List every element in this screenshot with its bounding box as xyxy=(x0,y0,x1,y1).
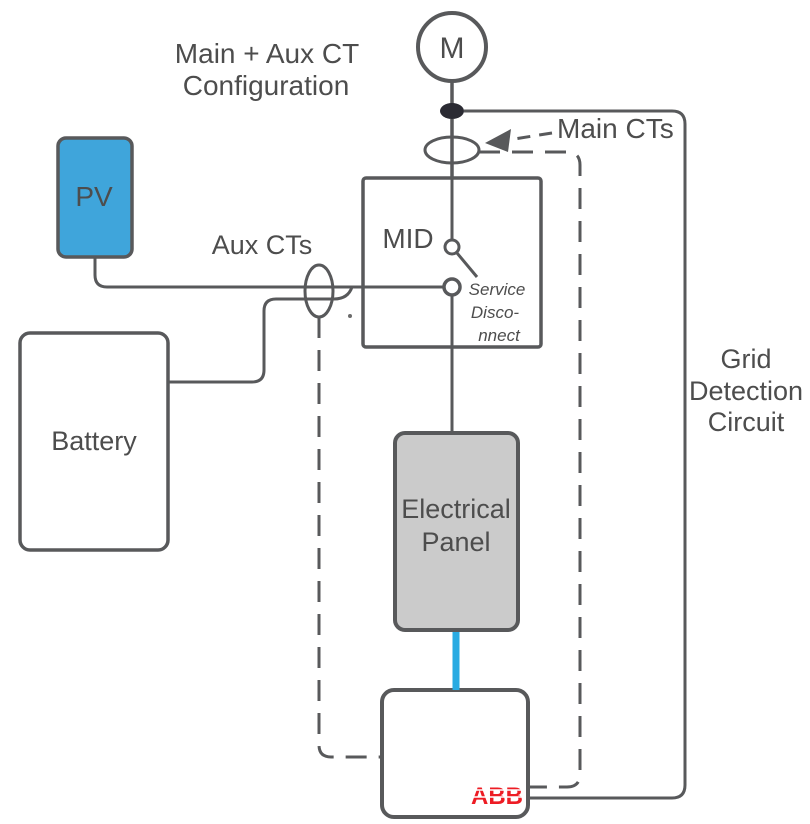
aux-ct-ellipse xyxy=(303,263,335,319)
main-cts-arrow-line xyxy=(513,131,553,141)
pv-label: PV xyxy=(75,181,113,212)
grid-detection-wire xyxy=(464,109,687,800)
mid-label: MID xyxy=(382,223,433,254)
pv-wire xyxy=(93,257,443,289)
electrical-panel-label-line1: Electrical xyxy=(401,494,511,524)
junction-dot xyxy=(440,103,464,119)
diagram-title-line1: Main + Aux CT xyxy=(175,38,359,69)
electrical-panel-label-line2: Panel xyxy=(421,527,490,557)
service-disconnect-label-line3: nnect xyxy=(478,326,521,345)
aux-ct-sense-wire xyxy=(317,317,382,759)
meter-circle xyxy=(416,11,488,83)
battery-label: Battery xyxy=(51,426,137,456)
stray-dot xyxy=(348,314,352,318)
meter-label: M xyxy=(440,32,465,65)
electrical-panel-box xyxy=(393,431,520,632)
switch-blade xyxy=(455,252,479,278)
grid-detection-label-line3: Circuit xyxy=(708,407,785,437)
switch-bottom-contact xyxy=(442,277,462,297)
battery-wire xyxy=(168,286,354,384)
grid-detection-label-line2: Detection xyxy=(689,376,803,406)
aux-cts-label: Aux CTs xyxy=(212,230,313,260)
main-ct-ellipse xyxy=(423,135,481,165)
service-disconnect-label-line2: Disco- xyxy=(471,303,520,322)
main-cts-arrowhead-icon xyxy=(485,129,511,152)
main-cts-label: Main CTs xyxy=(557,113,674,144)
grid-detection-label-line1: Grid xyxy=(720,344,771,374)
switch-top-contact xyxy=(443,238,461,256)
service-disconnect-label-line1: Service xyxy=(469,280,526,299)
diagram-title-line2: Configuration xyxy=(183,70,350,101)
main-ct-sense-wire xyxy=(479,150,582,789)
battery-box xyxy=(18,331,170,552)
